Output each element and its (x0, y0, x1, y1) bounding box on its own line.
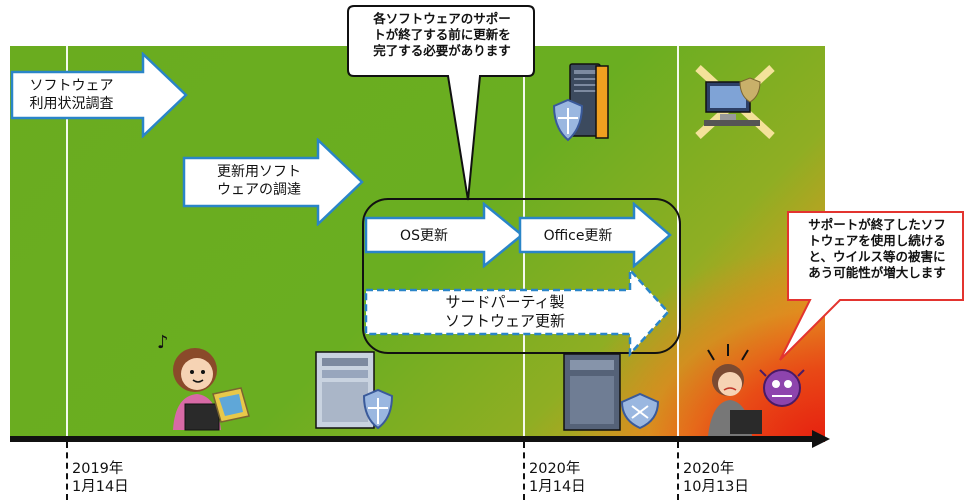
infected-pc-icon (695, 65, 775, 139)
server-shield-icon (552, 63, 609, 142)
timeline-axis (10, 436, 816, 442)
survey-label: ソフトウェア 利用状況調査 (29, 78, 114, 112)
procure-arrow (182, 138, 364, 226)
tick-2020-10-13 (677, 442, 679, 500)
update-group-box (362, 198, 681, 354)
distressed-woman-virus-icon (707, 344, 805, 436)
office-update-arrow (518, 202, 672, 268)
server-broken-shield-icon (563, 353, 660, 431)
right-callout-text: サポートが終了したソフ トウェアを使用し続ける と、ウイルス等の被害に あう可能… (808, 217, 946, 280)
os-update-arrow (364, 202, 524, 268)
date-label: 2020年 10月13日 (683, 461, 749, 495)
top-callout-text: 各ソフトウェアのサポー トが終了する前に更新を 完了する必要があります (373, 11, 511, 58)
third-party-update-arrow (364, 266, 670, 358)
office-update-label: Office更新 (543, 228, 613, 244)
date-label: 2019年 1月14日 (72, 461, 129, 495)
procure-label: 更新用ソフト ウェアの調達 (217, 164, 301, 198)
svg-text:♪: ♪ (157, 332, 169, 353)
right-callout-bubble (779, 211, 964, 361)
third-party-update-label: サードパーティ製 ソフトウェア更新 (444, 293, 565, 330)
timeline-arrowhead (812, 430, 830, 448)
top-callout-bubble (347, 5, 535, 201)
os-update-label: OS更新 (400, 228, 448, 244)
tick-2019-01-14 (66, 442, 68, 500)
server-bottom-left-icon (315, 351, 394, 430)
tick-2020-01-14 (523, 442, 525, 500)
survey-arrow (10, 52, 188, 138)
milestone-line-2019 (66, 46, 68, 436)
date-label: 2020年 1月14日 (529, 461, 586, 495)
milestone-line-2020-10 (677, 46, 679, 436)
woman-with-tablet-icon: ♪ (157, 332, 250, 431)
